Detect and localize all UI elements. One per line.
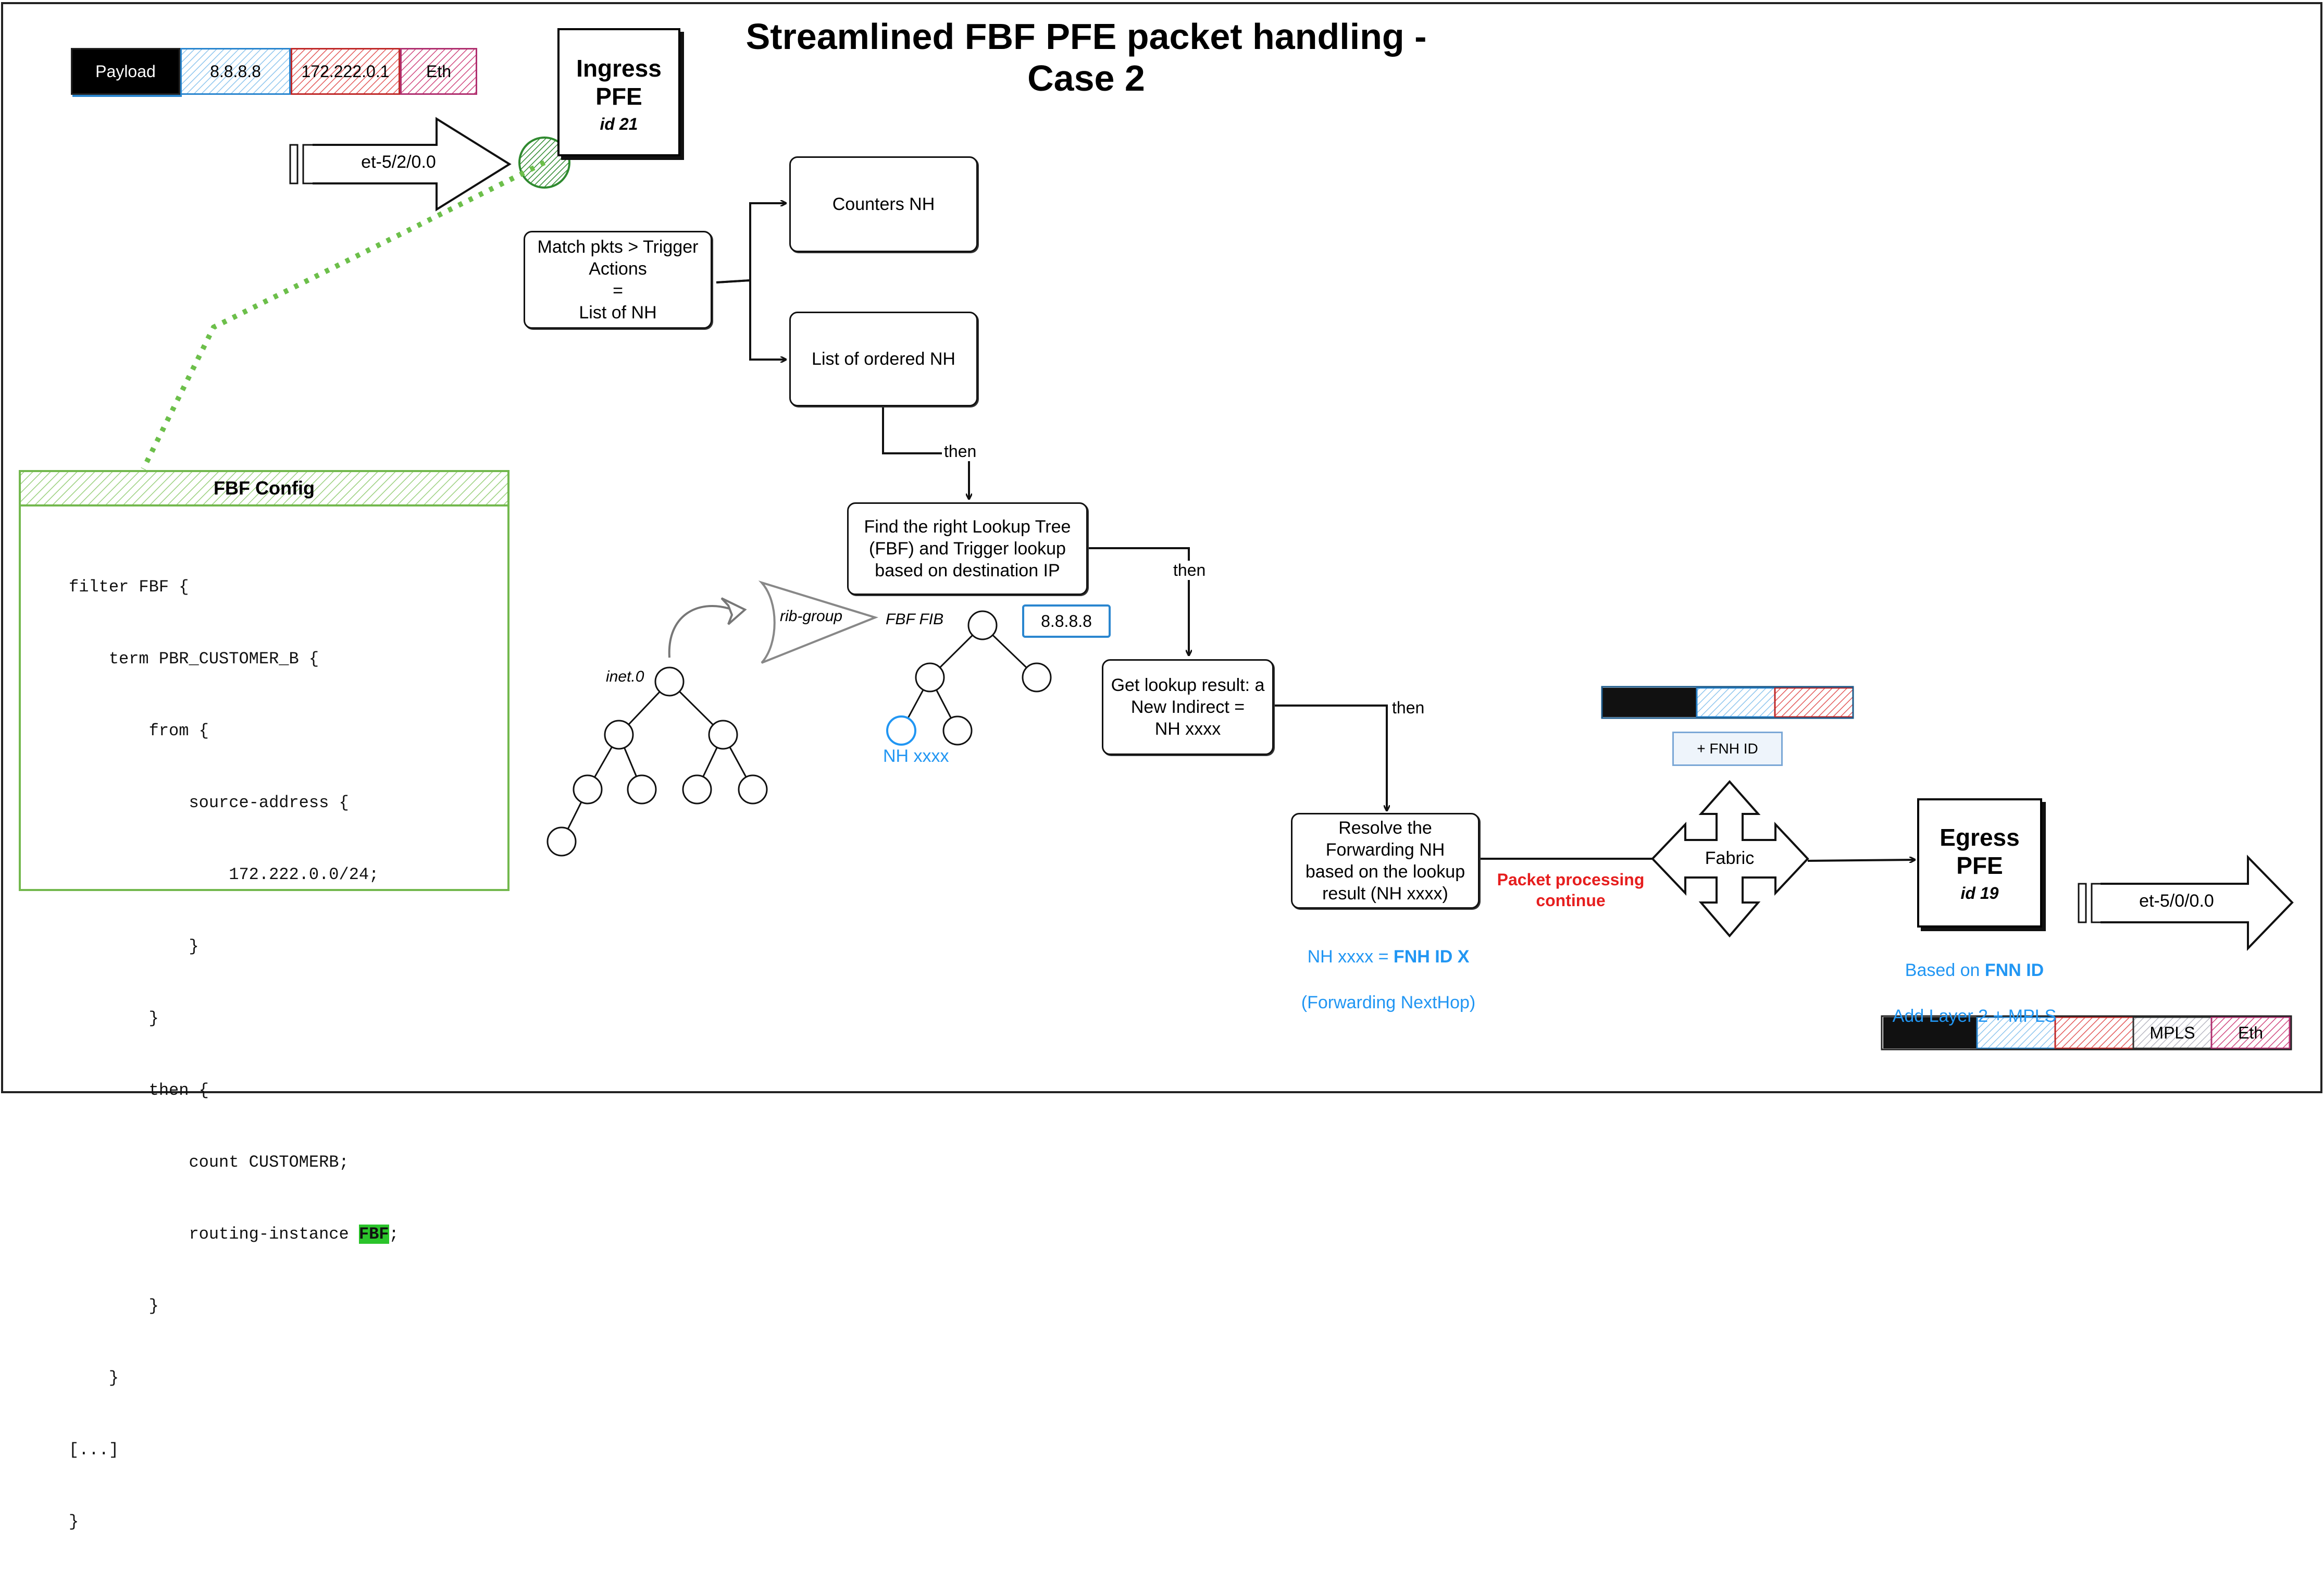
fnh-note: NH xxxx = FNH ID X (Forwarding NextHop) [1287, 922, 1490, 1014]
lookup-ip-tag: 8.8.8.8 [1022, 604, 1111, 638]
config-title-hatch [20, 471, 509, 504]
fabric-cross-arrow [1651, 780, 1809, 938]
config-ri-suffix: ; [389, 1225, 399, 1244]
config-line: term PBR_CUSTOMER_B { [69, 649, 319, 669]
rib-group-label: rib-group [780, 608, 843, 625]
ordered-nh-box: List of ordered NH [789, 312, 978, 406]
fnh-note-bold: FNH ID X [1393, 947, 1470, 967]
fbf-config-title: FBF Config [21, 472, 507, 506]
diagram-canvas: Streamlined FBF PFE packet handling - Ca… [1, 2, 2322, 1531]
egress-packet [1881, 1015, 2292, 1050]
ingress-src-ip-seg-bg [291, 48, 400, 95]
egress-note-prefix: Based on [1905, 960, 1985, 980]
config-ri-prefix: routing-instance [69, 1225, 359, 1244]
edge-match-to-counters [716, 203, 786, 283]
fbf-fib-tree [886, 610, 1052, 746]
packet-src-ip-segment: 172.222.0.1 [291, 48, 400, 95]
config-line: } [69, 1368, 119, 1388]
packet-eth-segment: Eth [400, 48, 477, 95]
rib-group-curve-arrow [668, 604, 730, 658]
egress-note: Based on FNN ID Add Layer 2 + MPLS [1865, 936, 2084, 1028]
egress-mpls-label: MPLS [2149, 1023, 2195, 1042]
ingress-interface-arrow [289, 117, 512, 212]
then-label-2: then [1171, 561, 1208, 580]
get-lookup-result-box: Get lookup result: a New Indirect = NH x… [1102, 659, 1274, 755]
packet-payload-segment: Payload [71, 48, 180, 95]
fabric-packet [1601, 686, 1854, 719]
rib-group-arrowhead [720, 597, 747, 625]
fnh-note-prefix: NH xxxx = [1307, 947, 1394, 967]
packet-processing-continue: Packet processing continue [1497, 870, 1645, 910]
connector-layer [1, 2, 2322, 1093]
egress-interface-label: et-5/0/0.0 [2139, 891, 2214, 911]
fnh-id-tag: + FNH ID [1672, 732, 1783, 766]
edge-fabric-to-egress [1807, 860, 1915, 861]
egress-pfe-box: Egress PFE id 19 [1917, 798, 2042, 928]
egress-note-bold: FNN ID [1984, 960, 2044, 980]
fbf-config-panel: FBF Config [19, 470, 509, 891]
ingress-interface-label: et-5/2/0.0 [361, 152, 436, 172]
edge-get-to-resolve [1273, 705, 1387, 810]
edge-find-to-get [1088, 547, 1189, 655]
then-label-3: then [1390, 698, 1427, 718]
config-line: } [69, 937, 199, 956]
ingress-pfe-title: Ingress PFE [576, 55, 662, 110]
config-line: count CUSTOMERB; [69, 1153, 349, 1172]
egress-note-line2: Add Layer 2 + MPLS [1892, 1006, 2057, 1026]
egress-pfe-id: id 19 [1960, 884, 1999, 903]
find-lookup-tree-box: Find the right Lookup Tree (FBF) and Tri… [847, 502, 1088, 595]
edge-match-to-ordered [716, 279, 786, 360]
fbf-config-code: filter FBF { term PBR_CUSTOMER_B { from … [69, 527, 399, 1582]
packet-dst-ip-segment: 8.8.8.8 [180, 48, 291, 95]
config-line: source-address { [69, 793, 349, 812]
config-line-routing-instance: routing-instance FBF; [69, 1222, 399, 1246]
fnh-note-line2: (Forwarding NextHop) [1301, 993, 1476, 1012]
ingress-dst-ip-seg-bg [180, 48, 291, 95]
edge-ordered-to-find [882, 405, 969, 499]
then-label-1: then [942, 442, 979, 461]
egress-pfe-title: Egress PFE [1940, 824, 2020, 879]
rib-group-cone [758, 580, 879, 664]
inet0-label: inet.0 [606, 668, 644, 685]
fbf-fib-label: FBF FIB [886, 611, 944, 628]
ingress-eth-seg-bg [400, 48, 477, 95]
inet0-tree [546, 666, 768, 857]
config-line: from { [69, 721, 209, 740]
ingress-pfe-id: id 21 [600, 115, 638, 133]
config-link-line [141, 160, 546, 471]
ingress-pfe-box: Ingress PFE id 21 [557, 28, 680, 156]
egress-eth-label: Eth [2238, 1023, 2264, 1042]
counters-nh-box: Counters NH [789, 156, 978, 252]
config-line: } [69, 1512, 79, 1531]
config-line: then { [69, 1081, 209, 1100]
fabric-label: Fabric [1705, 848, 1755, 868]
diagram-title: Streamlined FBF PFE packet handling - Ca… [745, 16, 1427, 98]
match-actions-box: Match pkts > Trigger Actions = List of N… [524, 231, 712, 329]
page-border [1, 2, 2322, 1093]
egress-interface-arrow [2078, 855, 2294, 951]
config-line: 172.222.0.0/24; [69, 865, 379, 884]
resolve-forwarding-nh-box: Resolve the Forwarding NH based on the l… [1291, 813, 1480, 909]
config-line: } [69, 1296, 159, 1316]
nh-xxxx-label: NH xxxx [883, 746, 949, 766]
config-line: } [69, 1009, 159, 1028]
config-line: [...] [69, 1440, 119, 1460]
config-line: filter FBF { [69, 577, 189, 597]
config-ri-name: FBF [358, 1225, 389, 1244]
